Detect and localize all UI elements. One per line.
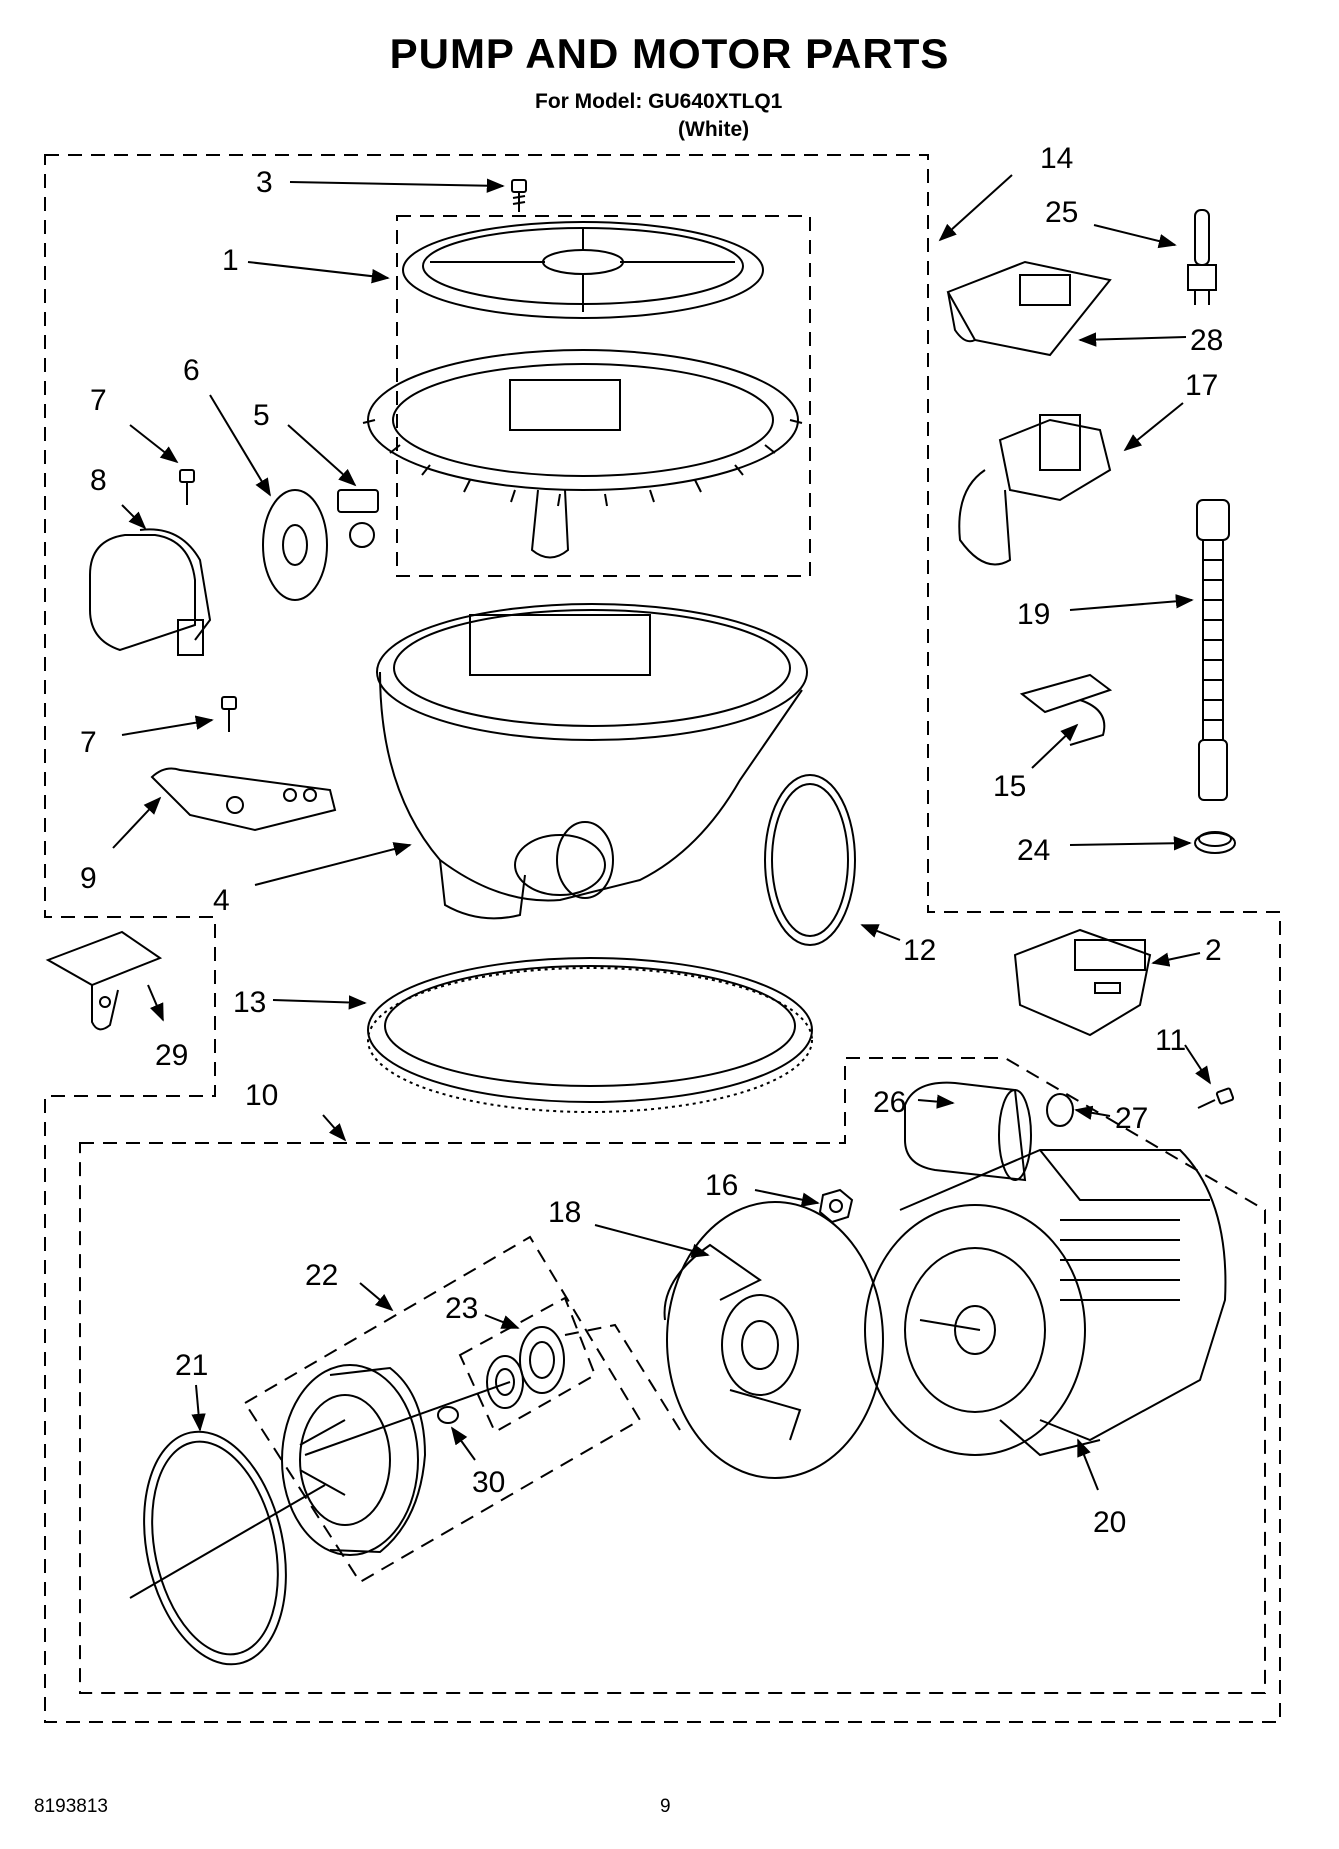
callout-29: 29 <box>155 1039 188 1072</box>
sump-housing-icon <box>376 603 808 920</box>
callout-19: 19 <box>1017 598 1050 631</box>
mounting-bracket-icon <box>150 767 337 832</box>
capacitor-icon <box>904 1081 1032 1182</box>
callout-18: 18 <box>548 1196 581 1229</box>
callout-30: 30 <box>472 1466 505 1499</box>
turbidity-sensor-icon <box>958 414 1112 566</box>
callout-2: 2 <box>1205 934 1222 967</box>
callout-5: 5 <box>253 399 270 432</box>
chopper-blade-icon <box>262 489 328 601</box>
washer-icon <box>437 1406 459 1424</box>
callout-17: 17 <box>1185 369 1218 402</box>
callout-13: 13 <box>233 986 266 1019</box>
thermistor-icon <box>1187 209 1217 305</box>
seal-ring-icon <box>129 1430 326 1666</box>
gasket-icon <box>367 957 813 1113</box>
callout-15: 15 <box>993 770 1026 803</box>
shaft-seal-icon <box>486 1326 565 1409</box>
callout-28: 28 <box>1190 324 1223 357</box>
page-number: 9 <box>660 1796 671 1817</box>
seal-kit-box <box>458 1296 597 1434</box>
outer-boundary <box>44 154 1281 1723</box>
model-line: For Model: GU640XTLQ1 <box>535 90 783 113</box>
drain-clip-icon <box>1019 673 1113 746</box>
hose-clamp-icon <box>1194 831 1236 854</box>
callout-20: 20 <box>1093 1506 1126 1539</box>
sensor-bracket-icon <box>946 260 1112 357</box>
color-line: (White) <box>678 118 750 141</box>
screw-icon <box>511 179 527 212</box>
callout-7: 7 <box>80 726 97 759</box>
callout-21: 21 <box>175 1349 208 1382</box>
callout-6: 6 <box>183 354 200 387</box>
kit-connector <box>564 1323 681 1431</box>
drain-hose-icon <box>1196 499 1230 801</box>
grommet-icon <box>337 489 379 548</box>
callout-23: 23 <box>445 1292 478 1325</box>
group-boundaries <box>44 154 1281 1723</box>
callout-27: 27 <box>1115 1102 1148 1135</box>
nut-icon <box>818 1188 854 1224</box>
page-title: PUMP AND MOTOR PARTS <box>389 30 950 77</box>
clamp-ring-icon <box>764 774 856 946</box>
callout-11: 11 <box>1155 1024 1186 1057</box>
pump-housing-cover-icon <box>663 1201 884 1479</box>
callout-16: 16 <box>705 1169 738 1202</box>
screw-icon <box>1197 1087 1235 1109</box>
screw-icon <box>179 469 195 505</box>
spray-arm-cover-icon <box>402 221 764 319</box>
bracket-icon <box>45 930 163 1031</box>
impeller-icon <box>281 1364 511 1556</box>
screw-icon <box>221 696 237 732</box>
callout-8: 8 <box>90 464 107 497</box>
diverter-motor-icon <box>89 528 212 656</box>
callout-7: 7 <box>90 384 107 417</box>
document-number: 8193813 <box>34 1796 108 1817</box>
callout-25: 25 <box>1045 196 1078 229</box>
cover-icon <box>1013 928 1152 1037</box>
callout-24: 24 <box>1017 834 1050 867</box>
impeller-kit-box <box>243 1235 642 1584</box>
part-drawings <box>45 179 1236 1666</box>
callout-10: 10 <box>245 1079 278 1112</box>
gasket-icon <box>1046 1093 1074 1127</box>
callout-22: 22 <box>305 1259 338 1292</box>
callout-12: 12 <box>903 934 936 967</box>
spray-arm-group-box <box>396 215 811 577</box>
filter-screen-icon <box>362 349 803 559</box>
callout-26: 26 <box>873 1086 906 1119</box>
callout-labels: 3 1 6 7 5 8 7 9 4 12 13 29 10 14 25 28 1… <box>80 142 1223 1539</box>
callout-4: 4 <box>213 884 230 917</box>
callout-9: 9 <box>80 862 97 895</box>
callout-14: 14 <box>1040 142 1073 175</box>
callout-1: 1 <box>222 244 239 277</box>
callout-3: 3 <box>256 166 273 199</box>
motor-group-box <box>79 1057 1266 1694</box>
leader-arrows <box>112 174 1211 1491</box>
pump-motor-icon <box>864 1149 1227 1457</box>
